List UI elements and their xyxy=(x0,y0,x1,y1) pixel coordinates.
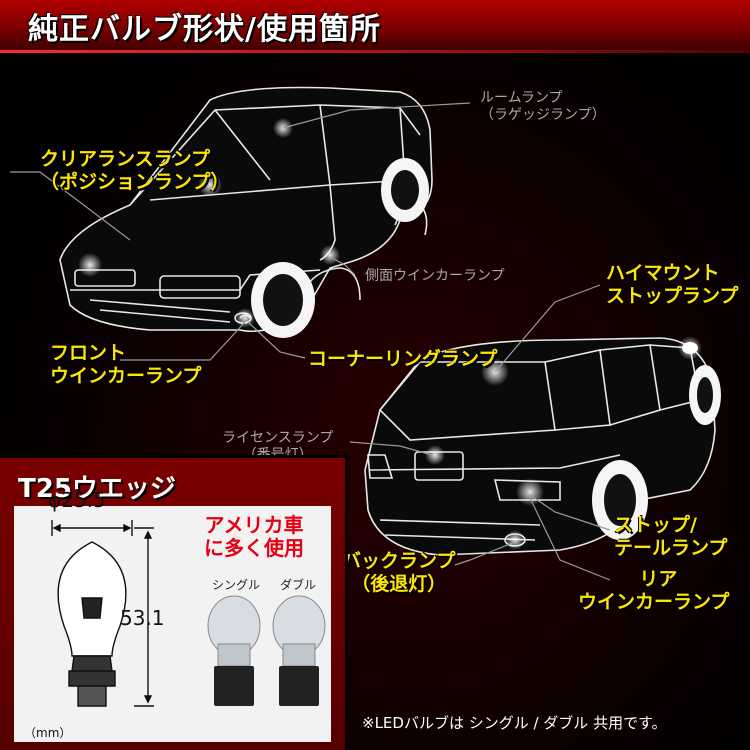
back-lamp-text: バックランプ xyxy=(342,550,456,572)
rear-winker-subtext: ウインカーランプ xyxy=(578,590,730,613)
label-rear-winker: リア ウインカーランプ xyxy=(578,568,729,614)
usage-badge: アメリカ車 に多く使用 xyxy=(204,514,304,560)
height-label: 53.1 xyxy=(120,606,165,630)
rear-car xyxy=(364,337,721,556)
high-mount-subtext: ストップランプ xyxy=(606,284,739,307)
bulb-diagram xyxy=(51,520,326,707)
label-room-lamp: ルームランプ （ラゲッジランプ） xyxy=(480,90,606,124)
stop-tail-text: ストップ/ xyxy=(614,514,697,536)
room-lamp-text: ルームランプ xyxy=(480,90,563,106)
label-stop-tail: ストップ/ テールランプ xyxy=(614,514,727,560)
unit-label: （mm） xyxy=(24,726,72,740)
badge-line-2: に多く使用 xyxy=(204,536,304,560)
label-clearance-lamp: クリアランスランプ （ポジションランプ） xyxy=(40,148,229,194)
header-underline xyxy=(0,50,750,53)
bulb-spec-panel: T25ウエッジ xyxy=(0,455,348,750)
high-mount-text: ハイマウント xyxy=(606,262,720,284)
back-lamp-subtext: （後退灯） xyxy=(351,572,447,595)
single-label: シングル xyxy=(212,578,261,592)
front-winker-subtext: ウインカーランプ xyxy=(50,364,202,387)
label-high-mount: ハイマウント ストップランプ xyxy=(606,262,738,308)
rear-winker-text: リア xyxy=(639,568,678,590)
double-label: ダブル xyxy=(280,578,317,592)
label-cornering-lamp: コーナーリングランプ xyxy=(308,348,498,370)
footer-note: ※LEDバルブは シングル / ダブル 共用です。 xyxy=(362,714,667,732)
room-lamp-subtext: （ラゲッジランプ） xyxy=(480,106,606,123)
diameter-label: φ25.5 xyxy=(48,488,106,512)
header-banner: 純正バルブ形状/使用箇所 xyxy=(0,0,750,52)
clearance-lamp-subtext: （ポジションランプ） xyxy=(40,170,230,193)
label-back-lamp: バックランプ （後退灯） xyxy=(342,550,455,596)
badge-line-1: アメリカ車 xyxy=(204,513,304,537)
front-winker-text: フロント xyxy=(50,342,127,364)
bulb-photo-double xyxy=(272,595,326,706)
license-lamp-text: ライセンスランプ xyxy=(222,430,334,446)
spec-title: T25ウエッジ xyxy=(18,474,176,504)
bulb-photo-single xyxy=(207,595,261,706)
spec-diagram-area: φ25.5 53.1 （mm） シングル ダブル xyxy=(14,488,331,742)
page-title: 純正バルブ形状/使用箇所 xyxy=(28,12,381,47)
label-front-winker: フロント ウインカーランプ xyxy=(50,342,201,388)
leader-lines xyxy=(10,102,611,581)
stop-tail-subtext: テールランプ xyxy=(614,536,728,559)
clearance-lamp-text: クリアランスランプ xyxy=(40,148,211,170)
label-side-winker: 側面ウインカーランプ xyxy=(365,268,505,284)
front-car xyxy=(59,86,433,338)
bulb-dimension-drawing xyxy=(51,520,154,707)
